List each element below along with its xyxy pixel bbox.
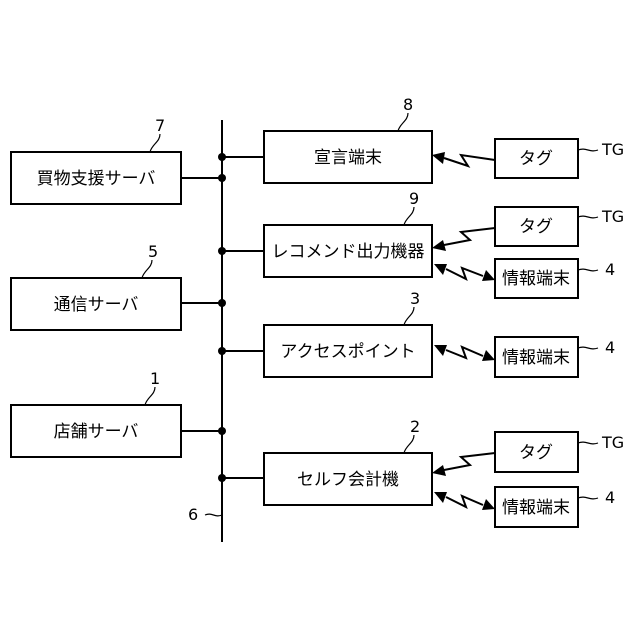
junction-dot — [218, 347, 226, 355]
access-point-label: アクセスポイント — [280, 342, 415, 362]
recommend-output-device-ref: 9 — [409, 189, 419, 208]
info-terminal-ref: 4 — [605, 488, 615, 507]
self-checkout-ref: 2 — [410, 417, 420, 436]
communication-server-label: 通信サーバ — [54, 295, 139, 315]
store-server-label: 店舗サーバ — [54, 422, 139, 442]
junction-dot — [218, 174, 226, 182]
tag-leader — [578, 216, 598, 218]
info-terminal-leader — [578, 269, 598, 271]
recommend-output-device-label: レコメンド出力機器 — [272, 242, 425, 262]
info-terminal-ref: 4 — [605, 338, 615, 357]
junction-dot — [218, 474, 226, 482]
bus-ref-leader — [205, 514, 222, 516]
info-terminal-ref: 4 — [605, 260, 615, 279]
communication-server-ref: 5 — [148, 242, 158, 261]
self-checkout-leader — [404, 435, 414, 453]
junction-dot — [218, 153, 226, 161]
info-terminal-leader — [578, 347, 598, 349]
info-terminal-leader — [578, 497, 598, 499]
wireless-link-icon — [444, 228, 495, 245]
arrowhead-icon — [434, 345, 447, 356]
arrowhead-icon — [482, 350, 495, 361]
shopping-support-server-leader — [150, 134, 160, 152]
shopping-support-server-ref: 7 — [155, 116, 165, 135]
arrowhead-icon — [434, 264, 447, 275]
arrowhead-icon — [434, 492, 447, 503]
arrowhead-icon — [432, 152, 445, 164]
arrowhead-icon — [432, 465, 446, 476]
access-point-ref: 3 — [410, 289, 420, 308]
junction-dot — [218, 299, 226, 307]
junction-dot — [218, 427, 226, 435]
tag-ref: TG — [601, 433, 624, 452]
info-terminal-label: 情報端末 — [502, 498, 570, 518]
store-server-ref: 1 — [150, 369, 160, 388]
tag-ref: TG — [601, 207, 624, 226]
wireless-link-icon — [444, 453, 495, 470]
wireless-link-icon — [444, 155, 495, 166]
tag-label: タグ — [519, 443, 553, 463]
communication-server-leader — [142, 260, 152, 278]
recommend-output-device-leader — [404, 207, 414, 225]
store-server-leader — [145, 387, 155, 405]
wireless-link-icon — [446, 347, 483, 358]
tag-ref: TG — [601, 140, 624, 159]
info-terminal-label: 情報端末 — [502, 348, 570, 368]
info-terminal-label: 情報端末 — [502, 269, 570, 289]
arrowhead-icon — [432, 240, 446, 251]
shopping-support-server-label: 買物支援サーバ — [37, 169, 156, 189]
wireless-link-icon — [446, 496, 483, 507]
bus-ref-number: 6 — [188, 505, 198, 524]
self-checkout-label: セルフ会計機 — [297, 470, 399, 490]
tag-leader — [578, 442, 598, 444]
declaration-terminal-label: 宣言端末 — [314, 148, 382, 168]
tag-label: タグ — [519, 149, 553, 169]
arrowhead-icon — [482, 499, 495, 510]
arrowhead-icon — [482, 270, 495, 281]
declaration-terminal-ref: 8 — [403, 95, 413, 114]
wireless-link-icon — [446, 268, 483, 279]
junction-dot — [218, 247, 226, 255]
access-point-leader — [404, 307, 414, 325]
tag-leader — [578, 149, 598, 151]
declaration-terminal-leader — [398, 113, 408, 131]
tag-label: タグ — [519, 217, 553, 237]
